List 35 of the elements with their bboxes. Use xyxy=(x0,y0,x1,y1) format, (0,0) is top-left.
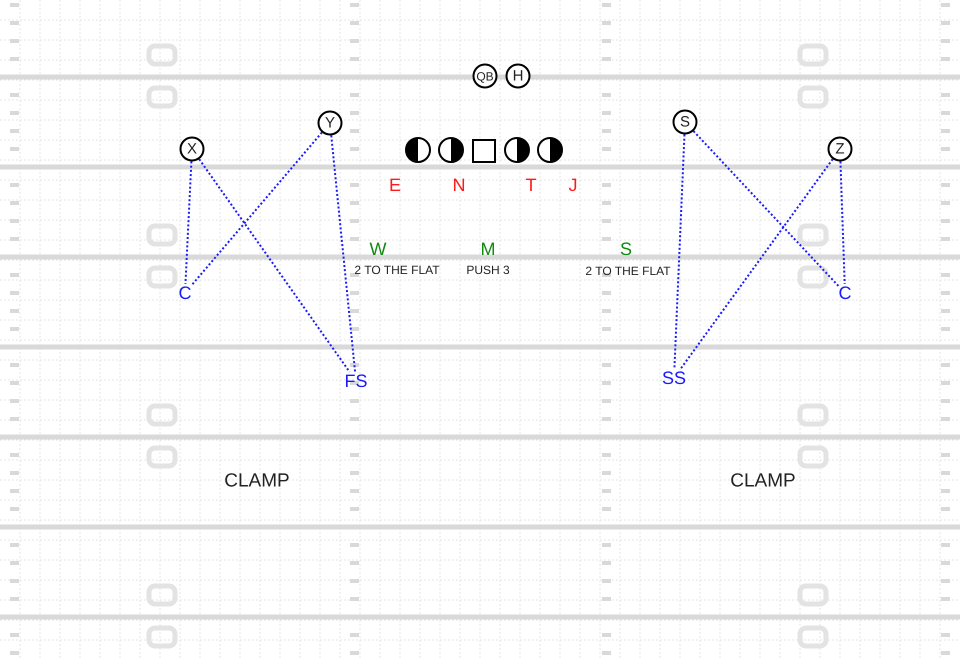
coverage-line xyxy=(839,161,846,284)
defender-label: FS xyxy=(344,372,368,390)
defender-label: N xyxy=(452,176,466,194)
coverage-line xyxy=(680,158,834,370)
defender-label: J xyxy=(568,176,578,194)
assignment-note: PUSH 3 xyxy=(466,264,510,276)
half-filled-circle xyxy=(438,137,464,163)
assignment-note: 2 TO THE FLAT xyxy=(585,265,671,277)
assignment-note: 2 TO THE FLAT xyxy=(354,264,440,276)
coverage-line xyxy=(692,130,840,287)
half-filled-circle xyxy=(405,137,431,163)
player-circle: QB xyxy=(472,64,498,88)
coverage-line xyxy=(330,135,356,372)
player-circle: Z xyxy=(828,136,852,162)
defender-label: E xyxy=(389,176,401,194)
defender-label: C xyxy=(838,284,852,302)
player-circle: Y xyxy=(318,110,342,136)
player-circle: H xyxy=(506,64,530,88)
coverage-line xyxy=(190,132,323,286)
coverage-line xyxy=(184,161,192,284)
defender-label: SS xyxy=(662,369,686,387)
defender-label: S xyxy=(620,240,632,258)
player-circle: S xyxy=(672,110,698,134)
half-filled-circle xyxy=(537,137,563,163)
coverage-label: CLAMP xyxy=(224,472,290,490)
defender-label: C xyxy=(178,284,192,302)
defender-label: M xyxy=(480,240,496,258)
half-filled-circle xyxy=(504,137,530,163)
coverage-line xyxy=(198,158,350,373)
open-square xyxy=(472,139,496,163)
defender-label: T xyxy=(526,176,536,194)
player-circle: X xyxy=(180,136,204,162)
coverage-line xyxy=(673,134,686,370)
defender-label: W xyxy=(370,240,386,258)
coverage-label: CLAMP xyxy=(730,472,796,490)
